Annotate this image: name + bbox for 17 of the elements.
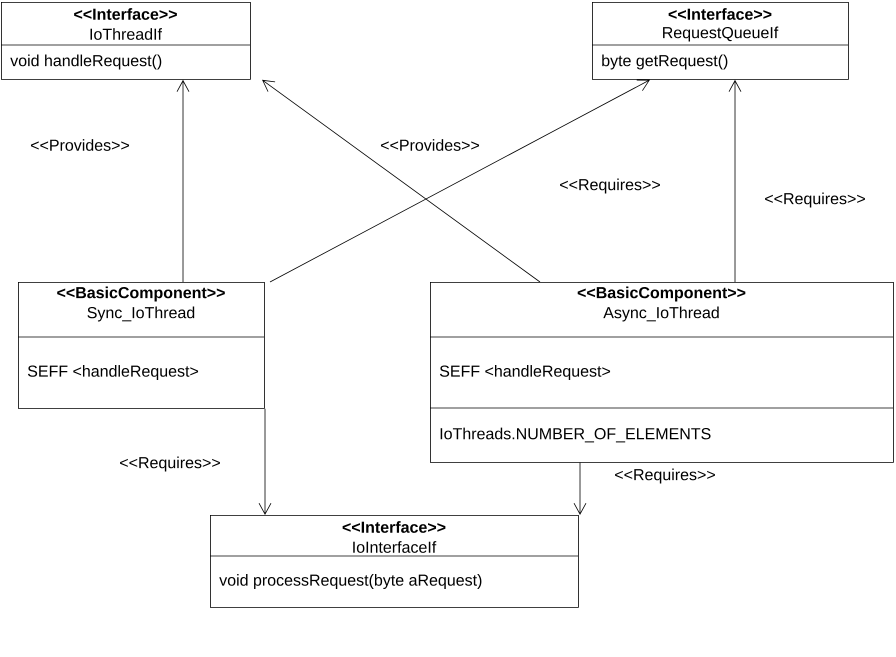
edge-label: <<Requires>>	[613, 468, 717, 484]
edge-label: <<Requires>>	[558, 178, 662, 194]
dependency-arrow	[728, 80, 742, 282]
edge-label: <<Requires>>	[763, 192, 867, 208]
class-box: <<Interface>> IoThreadIf void handleRequest()	[0, 2, 251, 80]
class-box: <<Interface>> IoInterfaceIf void processRequest(byte aRequest)	[210, 515, 579, 608]
dependency-arrow	[258, 408, 272, 515]
edge-label: <<Provides>>	[379, 138, 481, 152]
dependency-arrow	[262, 80, 540, 282]
class-box: <<BasicComponent>> Async_IoThread SEFF <handleRequest> IoThreads.NUMBER_OF_ELEMENTS	[430, 282, 894, 463]
dependency-arrow	[270, 80, 650, 282]
class-box: <<Interface>> RequestQueueIf byte getRequest()	[592, 2, 849, 80]
class-box: <<BasicComponent>> Sync_IoThread SEFF <handleRequest>	[18, 282, 265, 409]
edge-label: <<Provides>>	[29, 138, 131, 152]
edge-label: <<Requires>>	[118, 456, 222, 472]
dependency-arrow	[176, 80, 190, 282]
dependency-arrow	[574, 462, 586, 515]
